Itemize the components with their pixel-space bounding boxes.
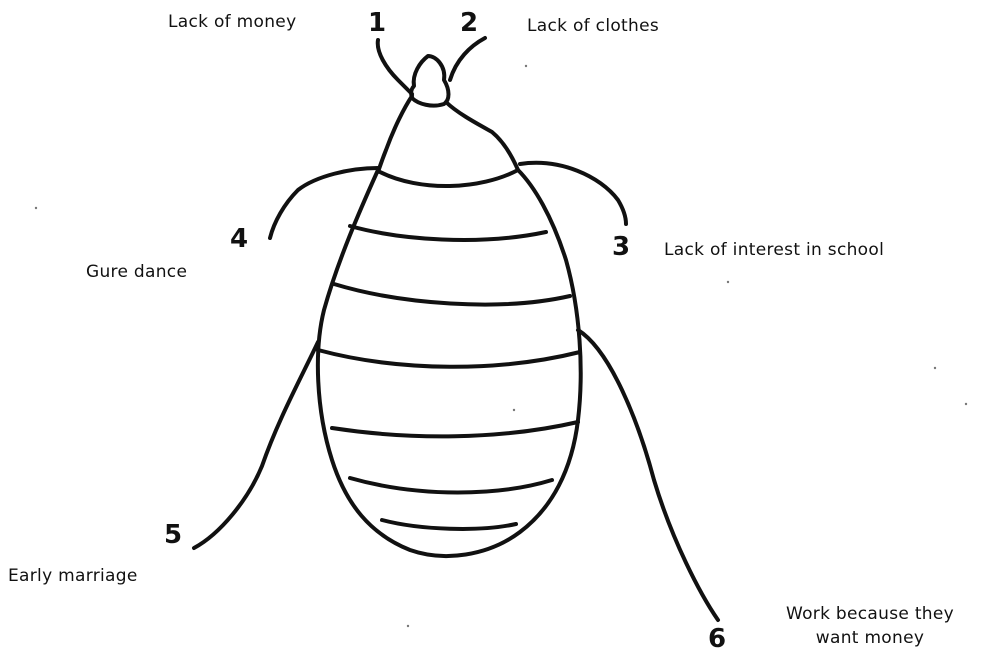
body-segment [318,350,580,367]
label-lack-of-interest-in-school: Lack of interest in school [664,240,884,260]
label-line-1: Work because they [760,604,980,624]
label-lack-of-clothes: Lack of clothes [527,16,659,36]
body-segment [350,478,552,493]
leg-number-2: 2 [460,10,478,36]
antenna-1 [378,40,412,94]
label-line-2: want money [760,628,980,648]
label-gure-dance: Gure dance [86,262,187,282]
insect-head [411,56,448,106]
leg-number-3: 3 [612,234,630,260]
leg-5 [194,342,318,548]
label-work-because-they-want-money: Work because they want money [760,604,980,648]
leg-6 [578,330,718,620]
leg-number-6: 6 [708,626,726,652]
insect-thorax [378,96,518,172]
label-lack-of-money: Lack of money [168,12,296,32]
body-segment [380,170,518,186]
leg-number-5: 5 [164,522,182,548]
antenna-2 [450,38,485,80]
body-segment [332,422,578,436]
body-segment [382,520,516,529]
body-segment [334,284,570,305]
body-segment [350,226,546,240]
leg-number-4: 4 [230,226,248,252]
label-early-marriage: Early marriage [8,566,138,586]
leg-number-1: 1 [368,10,386,36]
